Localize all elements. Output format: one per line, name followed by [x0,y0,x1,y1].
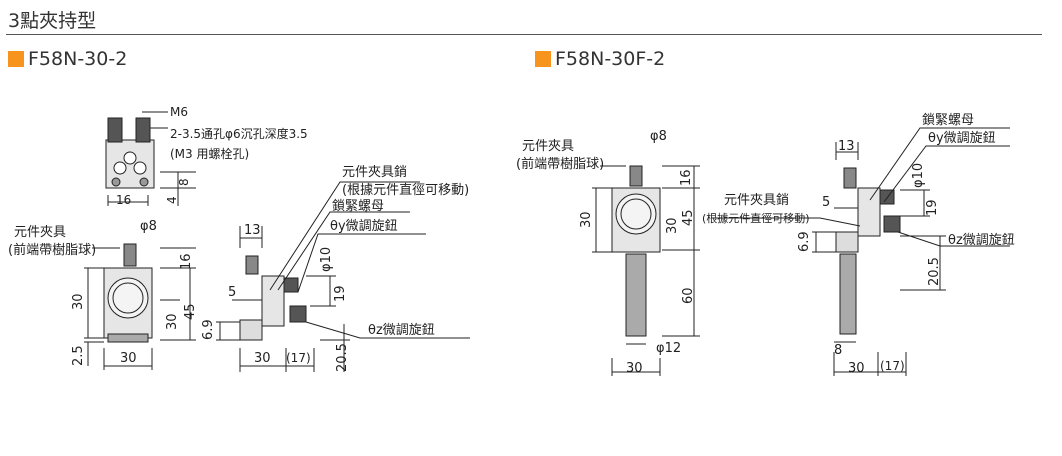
dim-top-16: 16 [116,193,131,207]
model-label-right: F58N-30F-2 [535,48,665,70]
model-label-left: F58N-30-2 [8,48,127,70]
model-name-left: F58N-30-2 [28,48,128,70]
label-holder-left-line2: (前端帶樹脂球) [8,242,96,258]
label-holder-right-line2: (前端帶樹脂球) [516,156,604,172]
dim-front-16: 16 [179,253,194,270]
label-theta-y-right: θy微調旋鈕 [928,131,996,146]
left-side-view [216,181,470,372]
dim-rfront-30-bottom: 30 [626,361,643,376]
dim-rfront-60: 60 [681,287,696,304]
label-hole-line1: 2-3.5通孔φ6沉孔深度3.5 [170,126,308,141]
dim-side-13: 13 [244,223,261,238]
dim-rside-8: 8 [834,343,842,358]
dim-rfront-phi8: φ8 [650,129,667,144]
dim-side-20-5: 20.5 [335,343,350,372]
dim-front-30-inner: 30 [165,313,180,330]
dim-front-30-outer: 30 [71,293,86,310]
dim-rfront-phi12: φ12 [656,341,681,356]
dim-side-phi10: φ10 [319,247,334,272]
label-pin-right-line2: (根據元件直徑可移動) [702,211,810,225]
dim-front-45: 45 [183,303,198,320]
dim-rside-5: 5 [822,195,830,210]
dim-side-30: 30 [254,351,271,366]
right-front-view [592,165,700,376]
dim-rside-30: 30 [848,361,865,376]
label-pin-right-line1: 元件夾具銷 [724,192,789,208]
dim-rfront-30-left: 30 [579,211,594,228]
label-m6: M6 [170,105,188,119]
label-hole-line2: (M3 用螺栓孔) [170,146,249,161]
dim-front-phi8: φ8 [140,219,157,234]
dim-rside-17: (17) [880,359,905,373]
dim-rfront-45: 45 [681,209,696,226]
dim-rside-19: 19 [925,199,940,216]
right-side-view [712,127,1010,376]
label-theta-z-left: θz微調旋鈕 [368,323,435,338]
page-title: 3點夾持型 [8,10,97,32]
dim-rside-20-5: 20.5 [927,257,942,286]
label-lock-nut-left: 鎖緊螺母 [332,198,384,214]
left-front-view [84,243,196,370]
dim-side-19: 19 [333,285,348,302]
dim-front-2-5: 2.5 [71,345,86,366]
label-holder-right-line1: 元件夾具 [522,139,574,154]
dim-side-17: (17) [286,351,311,365]
model-name-right: F58N-30F-2 [555,48,666,70]
dim-front-30-bottom: 30 [120,351,137,366]
label-theta-z-right: θz微調旋鈕 [948,233,1015,248]
dim-top-4: 4 [165,196,179,204]
left-top-view [105,111,196,206]
dim-rfront-16: 16 [679,169,694,186]
dim-rside-13: 13 [838,139,855,154]
title-divider [6,34,1042,35]
dim-rside-phi10: φ10 [911,163,926,188]
dim-side-6-9: 6.9 [201,319,216,340]
label-holder-left-line1: 元件夾具 [14,225,66,240]
label-pin-left-line2: (根據元件直徑可移動) [342,183,469,198]
model-color-square [8,51,24,67]
label-pin-left-line1: 元件夾具銷 [342,164,407,180]
dim-side-5: 5 [228,285,236,300]
label-theta-y-left: θy微調旋鈕 [330,219,398,234]
model-color-square [535,51,551,67]
dim-rfront-30-inner: 30 [665,217,680,234]
label-lock-nut-right: 鎖緊螺母 [922,112,974,128]
dim-top-8: 8 [177,178,191,186]
dim-rside-6-9: 6.9 [797,231,812,252]
